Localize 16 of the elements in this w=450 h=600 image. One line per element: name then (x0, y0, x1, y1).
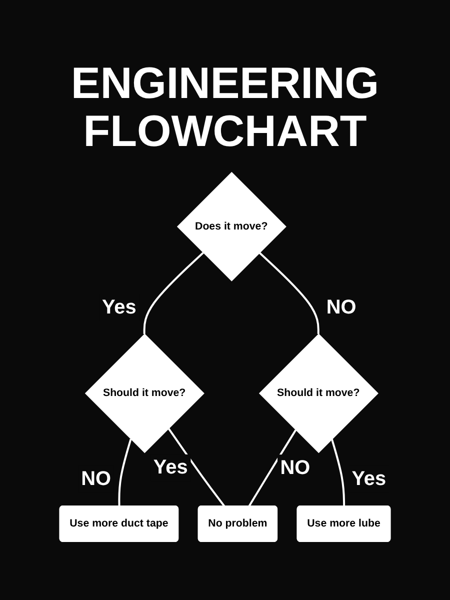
node-diamond: Should it move? (258, 333, 378, 453)
node-diamond: Does it move? (176, 172, 286, 282)
connector (330, 438, 346, 506)
edge-label: NO (280, 456, 310, 478)
connector (258, 252, 320, 334)
edge-label: NO (326, 296, 356, 318)
edge-label: Yes (153, 456, 188, 478)
edge-label: Yes (352, 468, 386, 490)
edge-label: NO (81, 468, 111, 490)
connector (143, 252, 204, 334)
connector (248, 429, 297, 506)
connector (118, 438, 132, 506)
edge-label: Yes (102, 296, 136, 318)
title: ENGINEERING FLOWCHART (70, 60, 380, 157)
connector (168, 428, 226, 507)
node-diamond: Should it move? (84, 333, 204, 453)
